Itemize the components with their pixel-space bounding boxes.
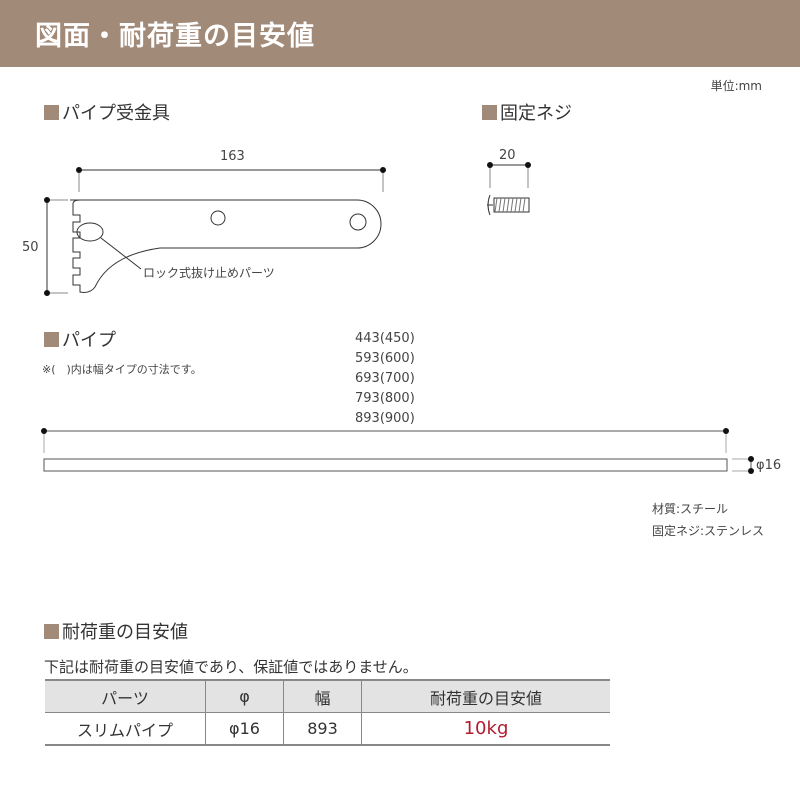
load-disclaimer: 下記は耐荷重の目安値であり、保証値ではありません。 [44,658,418,676]
pipe-length: 443(450) [355,331,415,346]
pipe-length: 693(700) [355,371,415,386]
section-title-screw: 固定ネジ [482,99,572,125]
square-bullet-icon [44,331,59,347]
cell-diameter: φ16 [205,712,284,745]
unit-label: 単位:mm [710,79,762,93]
pipe-length: 593(600) [355,351,415,366]
section-title-load: 耐荷重の目安値 [44,618,188,644]
load-table: パーツ φ 幅 耐荷重の目安値 スリムパイプ φ16 893 10kg [45,679,610,746]
pipe-length: 893(900) [355,411,415,426]
lock-part-callout: ロック式抜け止めパーツ [143,266,275,280]
pipe-length: 793(800) [355,391,415,406]
bracket-hole [349,213,367,231]
bracket-width-label: 163 [220,149,245,164]
column-header-width: 幅 [283,680,362,713]
column-header-diameter: φ [205,680,284,713]
screw-material-label: 固定ネジ:ステンレス [652,524,765,538]
table-header-row: パーツ φ 幅 耐荷重の目安値 [45,680,610,713]
section-title-bracket: パイプ受金具 [44,99,170,125]
bracket-height-label: 50 [22,240,39,255]
materials-info: 材質:スチール 固定ネジ:ステンレス [652,498,764,542]
section-title-pipe: パイプ [44,326,116,352]
cell-part: スリムパイプ [45,712,206,745]
page-title: 図面・耐荷重の目安値 [35,21,315,52]
table-row: スリムパイプ φ16 893 10kg [45,712,610,745]
material-label: 材質:スチール [652,502,729,516]
cell-load: 10kg [463,718,509,739]
column-header-part: パーツ [45,680,206,713]
pipe-diameter-label: φ16 [756,458,782,473]
page-header: 図面・耐荷重の目安値 [0,0,800,67]
square-bullet-icon [44,623,59,639]
column-header-load: 耐荷重の目安値 [429,688,542,708]
pipe-body [43,458,728,472]
square-bullet-icon [44,104,59,120]
square-bullet-icon [482,104,497,120]
bracket-outline [70,199,382,293]
pipe-length-list: 443(450) 593(600) 693(700) 793(800) 893(… [355,329,415,429]
lock-part [76,222,104,242]
callout-line [100,237,142,270]
bracket-hole [210,210,226,226]
screw-length-label: 20 [499,148,516,163]
cell-width: 893 [283,712,362,745]
pipe-note: ※( )内は幅タイプの寸法です。 [42,363,202,376]
